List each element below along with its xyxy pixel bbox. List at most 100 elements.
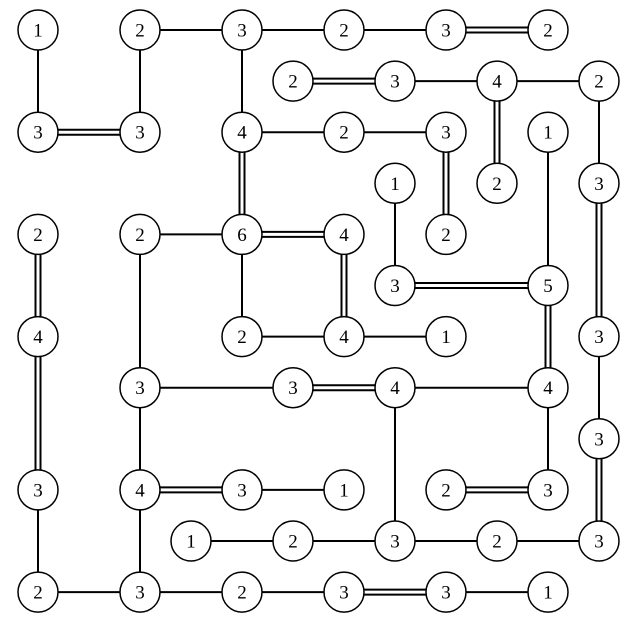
island-value: 4: [135, 480, 145, 501]
island-value: 2: [441, 480, 451, 501]
island-value: 5: [543, 276, 553, 297]
island: 2: [425, 469, 467, 511]
island-circle: [221, 111, 263, 153]
island-circle: [425, 213, 467, 256]
island-value: 4: [390, 378, 400, 399]
island-value: 2: [135, 21, 145, 42]
island-circle: [119, 9, 161, 51]
island-circle: [17, 111, 59, 153]
island-circle: [221, 469, 263, 511]
island-value: 2: [237, 583, 247, 604]
island: 4: [323, 213, 365, 256]
island-circle: [578, 418, 620, 460]
island-value: 2: [594, 72, 604, 93]
island: 3: [425, 111, 467, 153]
island-value: 6: [237, 225, 247, 246]
island-circle: [221, 9, 263, 51]
island-circle: [323, 213, 365, 256]
island-value: 3: [135, 123, 145, 144]
island-circle: [527, 469, 569, 511]
island-circle: [323, 111, 365, 153]
island-value: 1: [543, 583, 553, 604]
island: 1: [374, 162, 416, 205]
island-value: 2: [441, 225, 451, 246]
island-circle: [425, 9, 467, 51]
island-value: 2: [237, 327, 247, 348]
double-bridge: [595, 183, 603, 337]
island: 1: [323, 469, 365, 511]
island: 2: [425, 213, 467, 256]
island-circle: [323, 469, 365, 511]
island: 5: [527, 264, 569, 307]
island: 3: [221, 469, 263, 511]
island-value: 3: [288, 378, 298, 399]
island: 3: [119, 571, 161, 613]
island-value: 3: [390, 532, 400, 553]
island-circle: [578, 315, 620, 358]
island-value: 3: [33, 123, 43, 144]
island: 1: [17, 9, 59, 51]
island-circle: [374, 162, 416, 205]
island-value: 3: [441, 123, 451, 144]
island-value: 2: [33, 583, 43, 604]
island-value: 1: [390, 174, 400, 195]
island-circle: [17, 571, 59, 613]
island-value: 4: [543, 378, 553, 399]
island-circle: [578, 520, 620, 562]
island-circle: [221, 571, 263, 613]
island-value: 3: [339, 583, 349, 604]
island-circle: [323, 571, 365, 613]
island: 2: [17, 571, 59, 613]
island-circle: [527, 264, 569, 307]
island-value: 3: [441, 21, 451, 42]
island-value: 2: [288, 532, 298, 553]
island: 2: [272, 60, 314, 102]
island: 2: [221, 571, 263, 613]
island-circle: [272, 60, 314, 102]
island-circle: [476, 60, 518, 102]
island: 3: [374, 520, 416, 562]
island-value: 2: [492, 174, 502, 195]
island-circle: [17, 213, 59, 256]
island-circle: [119, 571, 161, 613]
island-value: 2: [33, 225, 43, 246]
double-bridge: [34, 336, 42, 490]
island: 6: [221, 213, 263, 256]
island-circle: [119, 111, 161, 153]
island-circle: [527, 571, 569, 613]
island-circle: [17, 9, 59, 51]
island-circle: [425, 469, 467, 511]
double-bridge: [395, 282, 548, 289]
island-circle: [323, 315, 365, 358]
island-circle: [119, 213, 161, 256]
island-circle: [374, 60, 416, 102]
island-value: 4: [339, 327, 349, 348]
island-circle: [374, 366, 416, 409]
island: 2: [17, 213, 59, 256]
island-circle: [119, 469, 161, 511]
island: 2: [527, 9, 569, 51]
island-value: 4: [492, 72, 502, 93]
island: 1: [527, 571, 569, 613]
island-circle: [578, 60, 620, 102]
island-value: 1: [186, 532, 196, 553]
island-value: 3: [390, 72, 400, 93]
island-circle: [476, 520, 518, 562]
island-value: 2: [543, 21, 553, 42]
island: 3: [578, 520, 620, 562]
island: 3: [323, 571, 365, 613]
island: 1: [527, 111, 569, 153]
island-circle: [425, 111, 467, 153]
island-circle: [527, 366, 569, 409]
island-value: 3: [390, 276, 400, 297]
island: 3: [527, 469, 569, 511]
island-circle: [119, 366, 161, 409]
island: 4: [323, 315, 365, 358]
island-value: 3: [594, 174, 604, 195]
island: 3: [578, 162, 620, 205]
island-circle: [425, 571, 467, 613]
island: 3: [17, 469, 59, 511]
island-circle: [425, 315, 467, 358]
island: 2: [272, 520, 314, 562]
